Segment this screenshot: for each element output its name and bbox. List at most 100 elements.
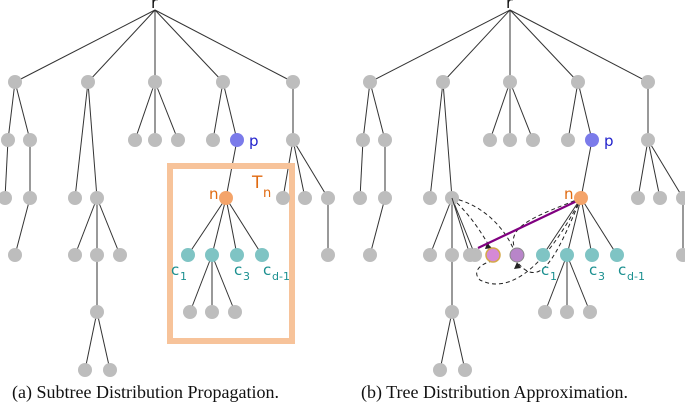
tree-node xyxy=(353,191,367,205)
tree-edge xyxy=(429,197,453,256)
tree-node xyxy=(23,191,37,205)
arrow-head xyxy=(514,262,521,269)
tree-node xyxy=(286,133,300,147)
tree-edge xyxy=(544,254,568,313)
edges xyxy=(4,9,329,371)
tree-node xyxy=(148,75,162,89)
tree-edge xyxy=(637,139,649,199)
tree-edge xyxy=(451,197,476,256)
tree-edge xyxy=(74,81,89,199)
c1-label-sub: 1 xyxy=(550,270,557,283)
tree-edge xyxy=(212,81,224,141)
tree-edge xyxy=(225,197,238,256)
tree-node xyxy=(8,75,22,89)
tree-node xyxy=(538,305,552,319)
tree-node xyxy=(503,75,517,89)
tree-edge xyxy=(154,9,294,83)
tree-node xyxy=(653,191,667,205)
caption-tree-approximation: (b) Tree Distribution Approximation. xyxy=(361,382,628,402)
approximation-annotations xyxy=(451,197,582,285)
p-label: p xyxy=(604,132,614,150)
c1-label: c xyxy=(541,261,549,279)
tree-edge xyxy=(225,197,263,256)
tree-node xyxy=(641,133,655,147)
tree-edge xyxy=(442,9,511,83)
child-node xyxy=(610,248,624,262)
tree-edge xyxy=(14,197,31,256)
tree-edge xyxy=(647,139,684,199)
tree-node xyxy=(483,133,497,147)
n-label: n xyxy=(209,185,219,203)
tree-edge xyxy=(84,311,98,371)
tree-edge xyxy=(489,81,511,141)
tree-node xyxy=(228,305,242,319)
nodes xyxy=(353,75,685,377)
tree-node xyxy=(423,191,437,205)
cd-label: c xyxy=(618,261,626,279)
tree-edge xyxy=(222,81,238,141)
merged-node xyxy=(509,247,525,263)
tree-edge xyxy=(359,139,364,199)
tree-node xyxy=(363,248,377,262)
tree-edge xyxy=(211,197,227,256)
tree-edge xyxy=(369,197,386,256)
subtree-label: T xyxy=(251,173,263,193)
tree-node xyxy=(103,363,117,377)
tree-node xyxy=(583,305,597,319)
subtree-label-sub: n xyxy=(263,186,271,201)
tree-node xyxy=(321,248,335,262)
tree-node xyxy=(445,305,459,319)
c1-label-sub: 1 xyxy=(180,270,187,283)
tree-edge xyxy=(369,9,511,83)
tree-node xyxy=(90,191,104,205)
c1-label: c xyxy=(171,261,179,279)
tree-node xyxy=(23,133,37,147)
tree-edge xyxy=(7,81,16,141)
tree-node xyxy=(68,248,82,262)
tree-edge xyxy=(87,81,98,199)
tree-node xyxy=(526,133,540,147)
c3-label-sub: 3 xyxy=(243,270,250,283)
cd-label: c xyxy=(263,261,271,279)
dashed-arc xyxy=(476,197,582,285)
root-label: r xyxy=(506,0,513,12)
tree-node xyxy=(676,248,685,262)
tree-node xyxy=(433,363,447,377)
c3-label-sub: 3 xyxy=(598,270,605,283)
tree-node xyxy=(81,75,95,89)
child-node xyxy=(536,248,550,262)
dashed-arc xyxy=(451,197,514,249)
tree-node xyxy=(205,305,219,319)
p-label: p xyxy=(249,132,259,150)
tree-edge xyxy=(189,254,213,313)
merged-node xyxy=(485,247,501,263)
tree-node xyxy=(436,75,450,89)
node-n xyxy=(219,191,233,205)
node-n xyxy=(574,191,588,205)
tree-node xyxy=(276,191,290,205)
c3-label: c xyxy=(234,261,242,279)
child-node xyxy=(181,248,195,262)
tree-node xyxy=(463,248,477,262)
child-node xyxy=(585,248,599,262)
tree-node xyxy=(8,248,22,262)
root-label: r xyxy=(151,0,158,12)
c3-label: c xyxy=(589,261,597,279)
tree-edge xyxy=(580,197,618,256)
edges xyxy=(359,9,684,371)
tree-node xyxy=(286,75,300,89)
tree-edge xyxy=(87,9,156,83)
tree-node xyxy=(363,75,377,89)
tree-edge xyxy=(187,197,227,256)
nodes xyxy=(0,75,335,377)
tree-edge xyxy=(542,197,582,256)
tree-edge xyxy=(509,9,579,83)
tree-node xyxy=(560,305,574,319)
subtree-box xyxy=(167,163,295,344)
n-label: n xyxy=(564,185,574,203)
tree-node xyxy=(90,248,104,262)
